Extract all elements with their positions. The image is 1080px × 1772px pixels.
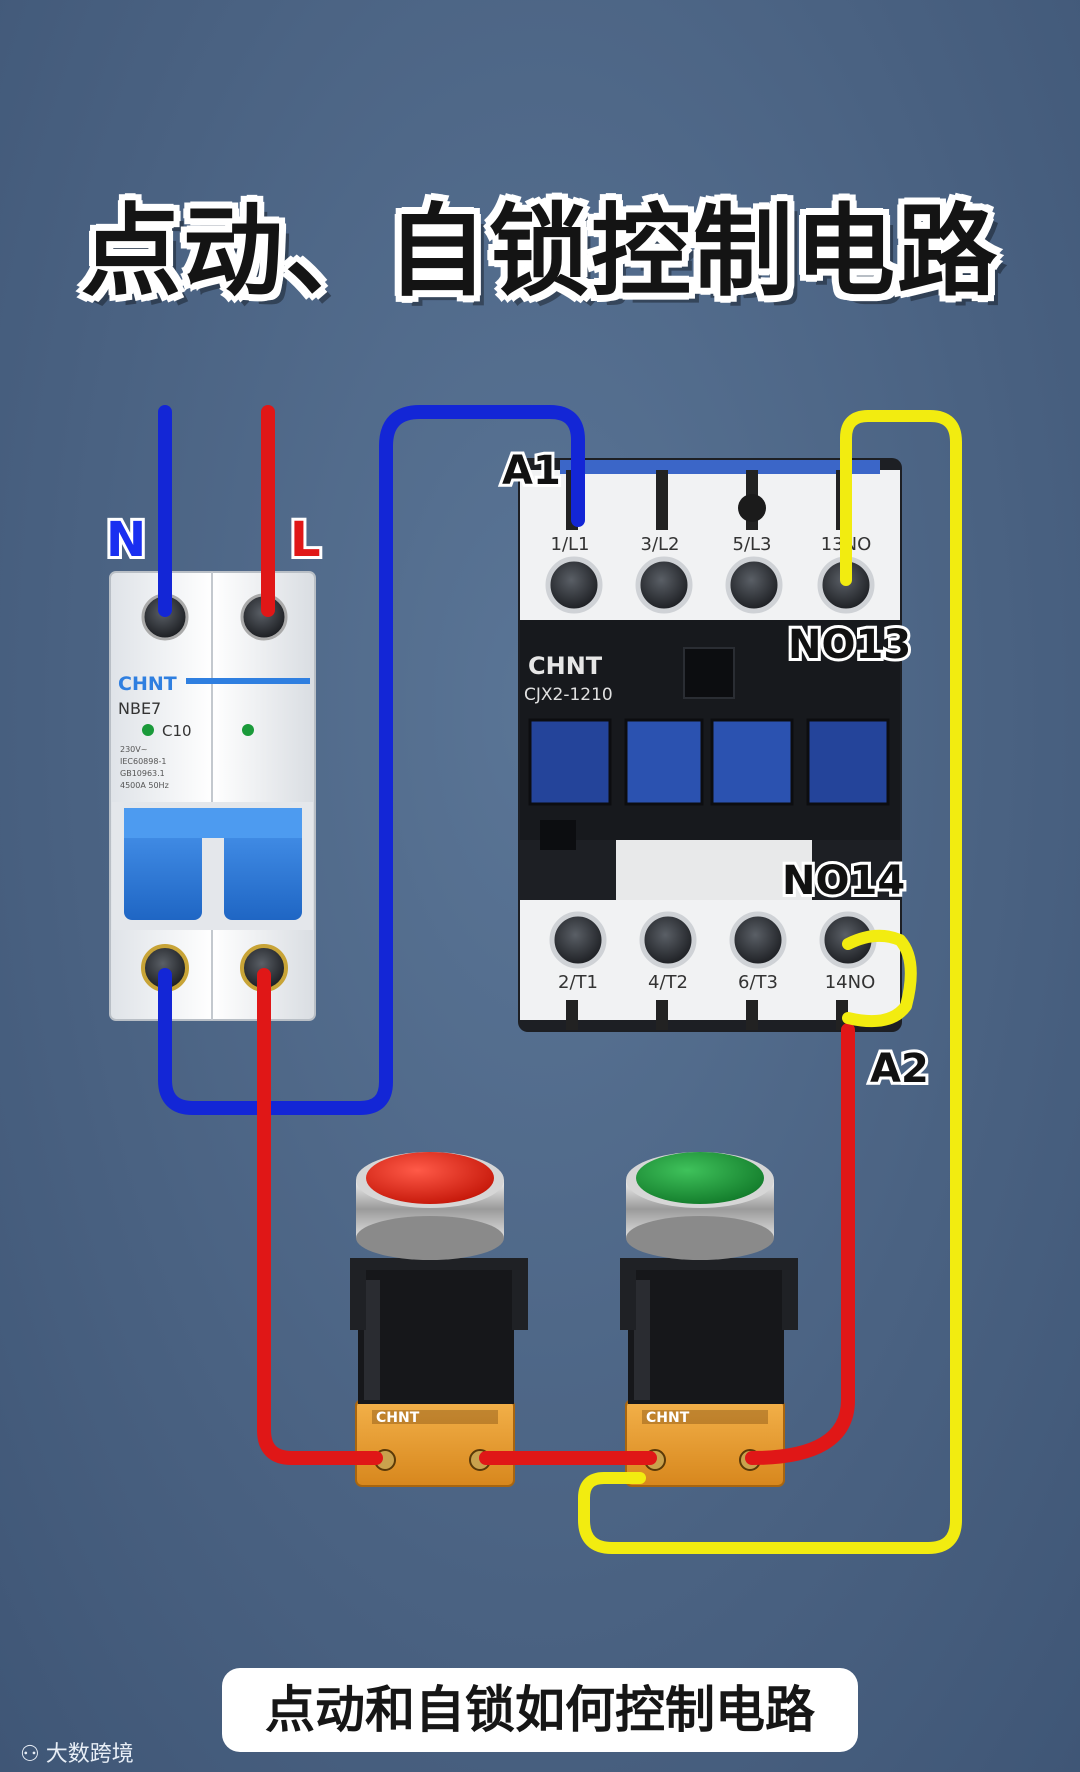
breaker-model: NBE7 [118, 699, 161, 718]
stop-button[interactable] [366, 1152, 494, 1204]
terminal-label-5-l3: 5/L3 [733, 534, 772, 555]
label-no13: NO13 [788, 622, 911, 668]
watermark-logo-icon: ⚇ [20, 1742, 40, 1767]
neutral-wire-to-a1 [158, 405, 585, 1115]
live-wire-to-stop [257, 968, 383, 1465]
watermark: ⚇大数跨境 [20, 1736, 134, 1768]
terminal-label-1-l1: 1/L1 [551, 534, 590, 555]
terminal-label-3-l2: 3/L2 [641, 534, 680, 555]
contactor-window-1 [528, 718, 612, 806]
contactor-screw-3-l2 [635, 556, 693, 614]
contactor-window-4 [806, 718, 890, 806]
contactor-screw-2-t1 [549, 911, 607, 969]
bottom-caption: 点动和自锁如何控制电路 [222, 1668, 858, 1752]
contactor-screw-1-l1 [545, 556, 603, 614]
breaker-spec-2: IEC60898-1 [120, 757, 166, 766]
terminal-label-4-t2: 4/T2 [648, 972, 688, 993]
contactor-window-2 [624, 718, 704, 806]
stop-button-assembly: CHNT [350, 1152, 528, 1487]
contactor-brand: CHNT [528, 652, 603, 680]
wire-a2-to-14no [842, 929, 917, 1028]
watermark-text: 大数跨境 [45, 1742, 134, 1767]
page-title: 点动、自锁控制电路 [81, 193, 999, 310]
contactor: 1/L1 3/L2 5/L3 13NO CHNT CJX2-1210 [518, 458, 902, 1032]
wire-start-to-a2 [745, 1023, 855, 1465]
start-button-assembly: CHNT [620, 1152, 798, 1487]
label-no14: NO14 [782, 858, 905, 904]
terminal-label-6-t3: 6/T3 [738, 972, 778, 993]
breaker-brand: CHNT [118, 673, 177, 695]
label-l: L [290, 512, 321, 568]
contactor-screw-6-t3 [729, 911, 787, 969]
terminal-label-14no: 14NO [825, 972, 876, 993]
aux-wire-13no-to-start [578, 410, 962, 1554]
circuit-breaker: CHNT NBE7 C10 230V~ IEC60898-1 GB10963.1… [109, 571, 316, 1021]
contactor-screw-5-l3 [725, 556, 783, 614]
stop-button-brand: CHNT [376, 1410, 420, 1426]
terminal-label-2-t1: 2/T1 [558, 972, 598, 993]
breaker-spec-1: 230V~ [120, 745, 147, 754]
breaker-spec-3: GB10963.1 [120, 769, 165, 778]
breaker-spec-4: 4500A 50Hz [120, 781, 169, 790]
contactor-screw-4-t2 [639, 911, 697, 969]
label-n: N [106, 512, 146, 568]
contactor-window-3 [710, 718, 794, 806]
label-a2: A2 [870, 1046, 929, 1092]
start-button[interactable] [636, 1152, 764, 1204]
contactor-model: CJX2-1210 [524, 685, 613, 705]
start-button-brand: CHNT [646, 1410, 690, 1426]
label-a1: A1 [502, 448, 561, 494]
breaker-rating: C10 [162, 722, 192, 740]
